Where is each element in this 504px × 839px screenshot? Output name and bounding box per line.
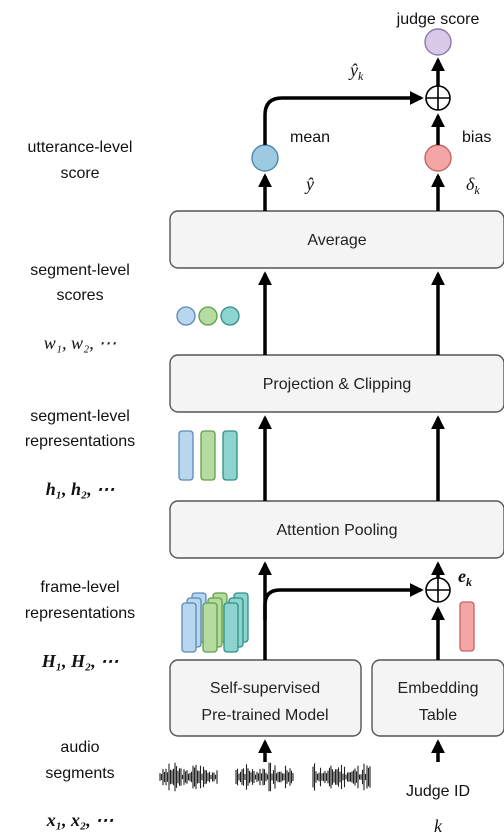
mean-label: mean <box>290 129 330 146</box>
judge-id-label: Judge ID <box>406 783 470 800</box>
frame-representation-stacks <box>181 592 249 653</box>
sum-node-top <box>425 85 451 111</box>
judge-score-label: judge score <box>396 11 480 28</box>
segment-representation-bars <box>178 430 238 481</box>
svg-text:Self-supervised: Self-supervised <box>210 680 320 697</box>
ssl-model-box: Self-supervised Pre-trained Model <box>169 659 362 737</box>
audio-label-line2: segments <box>45 765 114 782</box>
segscores-label-line2: scores <box>56 287 103 304</box>
delta-k-label: δk <box>466 174 480 197</box>
audio-math: x₁, x₂, ⋯ <box>46 810 115 830</box>
svg-text:Projection & Clipping: Projection & Clipping <box>263 376 412 393</box>
frame-math: H₁, H₂, ⋯ <box>41 651 120 671</box>
y-hat-k-label: ŷk <box>348 60 364 83</box>
sum-node-bottom <box>425 577 451 603</box>
embedding-table-box: Embedding Table <box>371 659 504 737</box>
segscores-math: w₁, w₂, ⋯ <box>44 333 117 353</box>
frame-label-line1: frame-level <box>40 579 119 596</box>
segrep-math: h₁, h₂, ⋯ <box>46 479 116 499</box>
svg-text:Embedding: Embedding <box>398 680 479 697</box>
mean-node <box>251 144 279 172</box>
y-hat-label: ŷ <box>304 174 314 194</box>
e-k-label: ek <box>458 566 472 589</box>
judge-k-label: k <box>434 816 443 836</box>
svg-text:Table: Table <box>419 707 457 724</box>
e-k-vector <box>459 601 475 652</box>
segrep-label-line2: representations <box>25 433 135 450</box>
projection-box: Projection & Clipping <box>169 354 504 413</box>
audio-label-line1: audio <box>60 739 99 756</box>
utterance-label-line1: utterance-level <box>28 139 133 156</box>
attention-box: Attention Pooling <box>169 500 504 559</box>
flow-arrows <box>258 57 445 762</box>
segrep-label-line1: segment-level <box>30 408 130 425</box>
bias-label: bias <box>462 129 491 146</box>
svg-text:Attention Pooling: Attention Pooling <box>277 522 398 539</box>
judge-score-node <box>424 28 452 56</box>
bias-node <box>424 144 452 172</box>
svg-text:Average: Average <box>307 232 366 249</box>
svg-text:Pre-trained Model: Pre-trained Model <box>201 707 328 724</box>
segment-score-circles <box>176 306 240 326</box>
average-box: Average <box>169 210 504 269</box>
frame-label-line2: representations <box>25 605 135 622</box>
utterance-label-line2: score <box>60 165 99 182</box>
segscores-label-line1: segment-level <box>30 262 130 279</box>
audio-waveforms <box>159 762 371 792</box>
